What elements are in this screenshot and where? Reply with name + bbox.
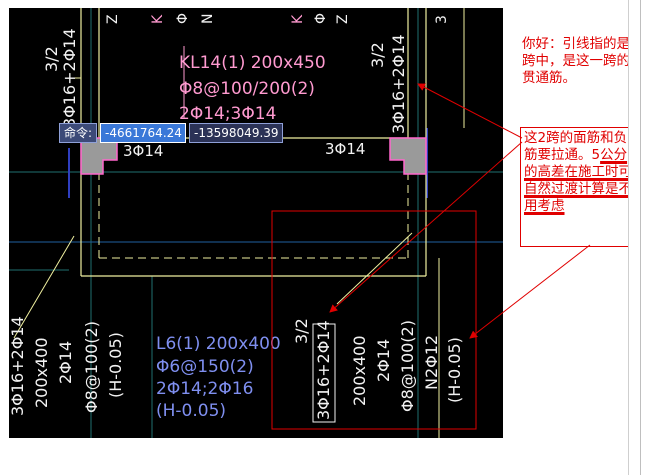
left-group-stirrup: Φ8@100(2) (82, 321, 101, 413)
top-right-rebar: 3Φ16+2Φ14 (389, 34, 408, 134)
right-group-size: 200x400 (350, 335, 369, 406)
top-partial-label: K (150, 14, 166, 24)
right-group-stirrup: Φ8@100(2) (398, 320, 417, 412)
scrollbar-track[interactable] (640, 0, 641, 475)
beam-line (336, 232, 413, 305)
beam-l6-name: L6(1) 200x400 (156, 334, 281, 354)
right-group-bars: 2Φ14 (374, 339, 393, 382)
beam-line (13, 235, 75, 339)
top-partial-label: K (290, 14, 306, 24)
column-left (80, 137, 118, 175)
command-label: 命令: (59, 123, 98, 143)
mid-right-rebar: 3Φ14 (325, 140, 365, 158)
column-right (389, 137, 427, 175)
left-group-level: (H-0.05) (106, 332, 125, 398)
top-partial-label: Z (105, 14, 121, 24)
annotation-note-2: 这2跨的面筋和负筋要拉通。5公分的高差在施工时可自然过渡计算是不用考虑 (520, 127, 636, 247)
beam-l6-stirrup: Φ6@150(2) (156, 357, 254, 377)
top-partial-label: Z (335, 14, 351, 24)
cad-drawing-canvas[interactable]: Z K Φ N K Φ Z 3 KL14(1) 200x450 Φ8@100/2… (9, 8, 503, 438)
top-partial-label: 3 (434, 15, 450, 24)
left-group-rebar: 3Φ16+2Φ14 (9, 316, 27, 416)
top-right-ratio: 3/2 (368, 42, 387, 68)
top-partial-label: N (200, 14, 216, 24)
right-group-rebar: 3Φ16+2Φ14 (314, 320, 333, 420)
beam-l6-rebar: 2Φ14;2Φ16 (156, 379, 253, 399)
beam-kl14-rebar: 2Φ14;3Φ14 (179, 104, 276, 124)
page-edge (628, 0, 645, 475)
command-bar: 命令: -4661764.24 -13598049.39 (59, 123, 284, 143)
left-group-bars: 2Φ14 (56, 341, 75, 384)
right-group-ratio: 3/2 (292, 318, 311, 344)
top-left-ratio: 3/2 (42, 46, 61, 72)
rebar-highlight-box (312, 323, 336, 423)
top-left-rebar: 3Φ16+2Φ14 (60, 28, 79, 128)
annotation-note-1: 你好：引线指的是跨中，是这一跨的贯通筋。 (522, 36, 630, 86)
annotation-note-2-text: 这2跨的面筋和负筋要拉通。5 (524, 130, 628, 163)
beam-kl14-stirrup: Φ8@100/200(2) (179, 79, 315, 99)
mid-left-rebar: 3Φ14 (123, 142, 163, 160)
coordinate-y-input[interactable]: -13598049.39 (189, 123, 284, 143)
right-group-bars-n: N2Φ12 (422, 335, 441, 390)
beam-l6-level: (H-0.05) (156, 401, 226, 421)
coordinate-x-input[interactable]: -4661764.24 (100, 123, 187, 143)
cad-drawing: Z K Φ N K Φ Z 3 KL14(1) 200x450 Φ8@100/2… (9, 8, 503, 438)
top-partial-label: Φ (175, 13, 191, 24)
annotation-note-2-underlined: 公分的高差在施工时可自然过渡计算是不用考虑 (524, 147, 632, 214)
beam-kl14-name: KL14(1) 200x450 (179, 53, 326, 73)
left-group-size: 200x400 (32, 337, 51, 408)
top-partial-label: Φ (313, 13, 329, 24)
right-group-level: (H-0.05) (445, 337, 464, 403)
